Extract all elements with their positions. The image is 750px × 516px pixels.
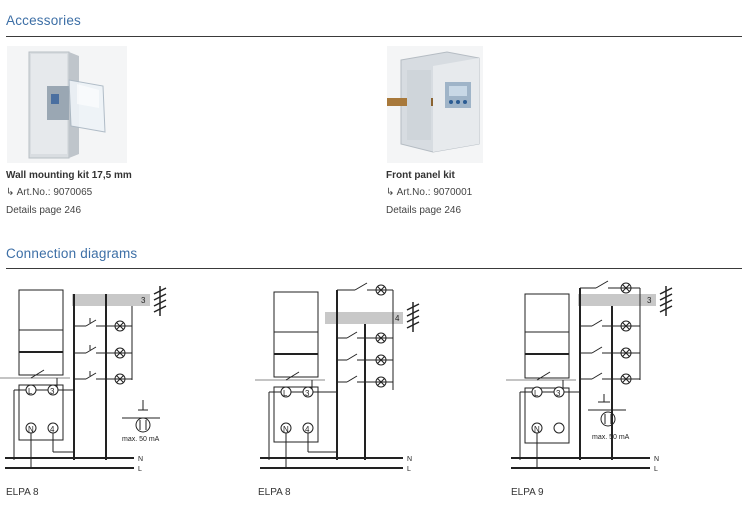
terminal-l-label: L — [534, 389, 539, 398]
diagram-caption: ELPA 9 — [511, 487, 544, 498]
max-current-note: max. 50 mA — [592, 434, 630, 441]
level-label: 3 — [647, 296, 652, 305]
level-label: 3 — [141, 296, 146, 305]
terminal-n-label: N — [28, 425, 34, 434]
diagram-caption: ELPA 8 — [6, 487, 39, 498]
terminal-n-label: N — [283, 425, 289, 434]
article-number-line: ↳ Art.No.: 9070001 — [386, 187, 472, 198]
diagram-caption: ELPA 8 — [258, 487, 291, 498]
art-no-label: Art.No.: — [396, 187, 431, 198]
bus-n-label: N — [407, 456, 412, 463]
art-no-value: 9070001 — [433, 187, 473, 198]
art-no-label: Art.No.: — [16, 187, 51, 198]
terminal-l-label: L — [28, 387, 33, 396]
arrow-right-icon: ↳ — [6, 187, 15, 198]
accessories-heading: Accessories — [6, 13, 81, 28]
connection-diagram-elpa8-a: L 3 N 4 3 N L max. 50 mA — [0, 280, 250, 485]
bus-n-label: N — [654, 456, 659, 463]
bus-n-label: N — [138, 456, 143, 463]
product-name-wall-mounting-kit: Wall mounting kit 17,5 mm — [6, 170, 132, 181]
details-reference: Details page 246 — [6, 205, 82, 216]
max-current-note: max. 50 mA — [122, 436, 160, 443]
front-panel-kit-image — [387, 46, 483, 163]
article-number-line: ↳ Art.No.: 9070065 — [6, 187, 92, 198]
bus-l-label: L — [654, 466, 658, 473]
connection-rule — [6, 268, 742, 269]
connection-diagram-elpa8-b: L 3 N 4 4 N L — [255, 280, 505, 485]
terminal-3-label: 3 — [556, 389, 561, 398]
wall-mounting-kit-image — [7, 46, 127, 163]
terminal-4-label: 4 — [305, 425, 310, 434]
accessories-rule — [6, 36, 742, 37]
terminal-4-label: 4 — [50, 425, 55, 434]
bus-l-label: L — [138, 466, 142, 473]
arrow-right-icon: ↳ — [386, 187, 395, 198]
bus-l-label: L — [407, 466, 411, 473]
terminal-3-label: 3 — [305, 389, 310, 398]
terminal-3-label: 3 — [50, 387, 55, 396]
connection-diagram-elpa9: L 3 N 3 N L max. 50 mA — [506, 280, 750, 485]
terminal-l-label: L — [283, 389, 288, 398]
details-reference: Details page 246 — [386, 205, 462, 216]
level-label: 4 — [395, 314, 400, 323]
connection-diagrams-heading: Connection diagrams — [6, 246, 138, 261]
art-no-value: 9070065 — [53, 187, 93, 198]
product-name-front-panel-kit: Front panel kit — [386, 170, 455, 181]
terminal-n-label: N — [534, 425, 540, 434]
